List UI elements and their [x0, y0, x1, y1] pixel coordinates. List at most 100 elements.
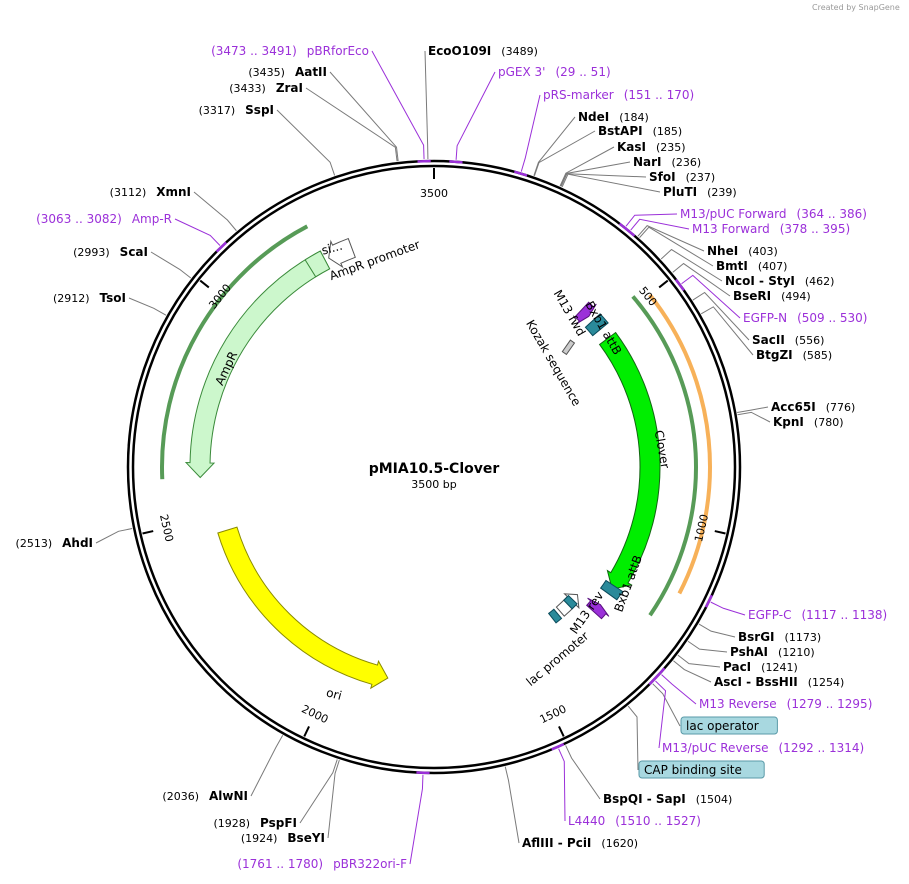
enzyme-site-paci[interactable]: PacI(1241): [723, 660, 798, 674]
enzyme-site-bsrgi[interactable]: BsrGI(1173): [738, 630, 821, 644]
primer-m13-forward[interactable]: M13 Forward(378 .. 395): [692, 222, 850, 236]
enzyme-site-scai[interactable]: ScaI(2993): [73, 245, 148, 259]
label-position: (1279 .. 1295): [787, 697, 873, 711]
enzyme-site-kpni[interactable]: KpnI(780): [773, 415, 844, 429]
tick-mark: [142, 530, 154, 535]
label-position: (184): [619, 111, 649, 124]
feature-clover[interactable]: [598, 331, 661, 590]
enzyme-site-sacii[interactable]: SacII(556): [752, 333, 824, 347]
leader-ndei: [533, 116, 576, 176]
feature-kozak[interactable]: [561, 339, 576, 356]
primer-amp-r[interactable]: Amp-R(3063 .. 3082): [36, 212, 172, 226]
enzyme-site-xmni[interactable]: XmnI(3112): [110, 185, 191, 199]
label-name: BseYI: [287, 831, 325, 845]
feature-tag-lac-operator[interactable]: lac operator: [680, 716, 778, 735]
primer-m13-reverse[interactable]: M13 Reverse(1279 .. 1295): [699, 697, 872, 711]
label-name: SfoI: [649, 170, 676, 184]
label-name: Acc65I: [771, 400, 816, 414]
label-name: AhdI: [62, 536, 93, 550]
leader-m13-puc-forward: [625, 213, 678, 227]
leader-alwni: [250, 735, 284, 797]
primer-prs-marker[interactable]: pRS-marker(151 .. 170): [543, 88, 694, 102]
enzyme-site-alwni[interactable]: AlwNI(2036): [162, 789, 248, 803]
leader-btgzi: [700, 306, 754, 356]
enzyme-site-afliii-pcii[interactable]: AflIII - PciI(1620): [522, 836, 638, 850]
leader-bstapi: [533, 130, 596, 176]
enzyme-site-bstapi[interactable]: BstAPI(185): [598, 124, 682, 138]
primer-mark-egfp-c: [704, 594, 713, 608]
egfp-orf-arc: [648, 293, 712, 595]
feature-ampr[interactable]: [184, 250, 331, 479]
bxb1-attb-bottom-shape: [599, 579, 624, 601]
leaders-layer: [95, 50, 771, 865]
feature-ampr-promoter[interactable]: [328, 237, 356, 269]
feature-m13-fwd[interactable]: [574, 301, 597, 325]
enzyme-site-pluti[interactable]: PluTI(239): [663, 185, 737, 199]
enzyme-site-nari[interactable]: NarI(236): [633, 155, 701, 169]
label-name: SspI: [245, 103, 274, 117]
enzyme-site-bspqi-sapi[interactable]: BspQI - SapI(1504): [603, 792, 732, 806]
feature-ori[interactable]: [217, 526, 389, 690]
enzyme-site-kasi[interactable]: KasI(235): [617, 140, 686, 154]
enzyme-site-bseyi[interactable]: BseYI(1924): [241, 831, 325, 845]
primer-egfp-c[interactable]: EGFP-C(1117 .. 1138): [748, 608, 887, 622]
feature-cap-site[interactable]: [547, 608, 563, 624]
primer-egfp-n[interactable]: EGFP-N(509 .. 530): [743, 311, 868, 325]
leader-bsrgi: [698, 623, 736, 638]
primer-pbr322ori-f[interactable]: pBR322ori-F(1761 .. 1780): [237, 857, 407, 871]
leader-m13-puc-reverse: [655, 680, 667, 749]
clover-shape: [598, 331, 661, 590]
leader-lac-operator: [652, 683, 681, 727]
enzyme-site-aatii[interactable]: AatII(3435): [248, 65, 327, 79]
ori-shape: [217, 526, 389, 690]
feature-bxb1-attb-top[interactable]: [584, 313, 609, 337]
enzyme-site-nhei[interactable]: NheI(403): [707, 244, 778, 258]
label-name: PluTI: [663, 185, 697, 199]
enzyme-site-bmti[interactable]: BmtI(407): [716, 259, 787, 273]
clover-orf-arc: [631, 295, 698, 617]
label-name: PspFI: [260, 816, 297, 830]
label-name: pBR322ori-F: [333, 857, 407, 871]
label-position: (236): [672, 156, 702, 169]
leader-ahdi: [95, 528, 133, 544]
leader-egfp-c: [710, 601, 746, 616]
feature-tag-box: [638, 760, 765, 779]
feature-tag-cap-binding-site[interactable]: CAP binding site: [638, 760, 765, 779]
enzyme-site-sspi[interactable]: SspI(3317): [199, 103, 274, 117]
primer-pgex-3[interactable]: pGEX 3'(29 .. 51): [498, 65, 611, 79]
enzyme-site-pshai[interactable]: PshAI(1210): [730, 645, 815, 659]
primer-mark-egfp-n: [674, 278, 685, 292]
feature-m13-rev[interactable]: [585, 597, 610, 620]
enzyme-site-asci-bsshii[interactable]: AscI - BssHII(1254): [714, 675, 844, 689]
leader-afliii-pcii: [504, 766, 520, 844]
primer-pbrforeco[interactable]: pBRforEco(3473 .. 3491): [211, 44, 369, 58]
enzyme-site-ndei[interactable]: NdeI(184): [578, 110, 649, 124]
enzyme-site-ahdi[interactable]: AhdI(2513): [16, 536, 93, 550]
enzyme-site-acc65i[interactable]: Acc65I(776): [771, 400, 855, 414]
leader-bseri: [672, 262, 731, 297]
enzyme-site-zrai[interactable]: ZraI(3433): [229, 81, 303, 95]
label-position: (3063 .. 3082): [36, 212, 122, 226]
enzyme-site-bseri[interactable]: BseRI(494): [733, 289, 811, 303]
label-name: BseRI: [733, 289, 771, 303]
primer-mark-m13-forward: [623, 226, 636, 237]
label-position: (1510 .. 1527): [615, 814, 701, 828]
feature-tag-box: [680, 716, 778, 735]
enzyme-site-ecoo109i[interactable]: EcoO109I(3489): [428, 44, 538, 58]
leader-sspi: [276, 109, 336, 176]
enzyme-site-pspfi[interactable]: PspFI(1928): [213, 816, 297, 830]
leader-aatii: [329, 71, 399, 162]
label-position: (1210): [778, 646, 815, 659]
enzyme-site-btgzi[interactable]: BtgZI(585): [756, 348, 832, 362]
primer-m13-puc-reverse[interactable]: M13/pUC Reverse(1292 .. 1314): [662, 741, 864, 755]
feature-lac-operator[interactable]: [563, 594, 578, 610]
enzyme-site-ncoi-styi[interactable]: NcoI - StyI(462): [725, 274, 834, 288]
enzyme-site-sfoi[interactable]: SfoI(237): [649, 170, 715, 184]
feature-signal[interactable]: [304, 250, 331, 278]
plasmid-length: 3500 bp: [411, 478, 456, 491]
primer-m13-puc-forward[interactable]: M13/pUC Forward(364 .. 386): [680, 207, 867, 221]
enzyme-site-tsoi[interactable]: TsoI(2912): [53, 291, 126, 305]
feature-bxb1-attb-bottom[interactable]: [599, 579, 624, 601]
primer-l4440[interactable]: L4440(1510 .. 1527): [568, 814, 701, 828]
